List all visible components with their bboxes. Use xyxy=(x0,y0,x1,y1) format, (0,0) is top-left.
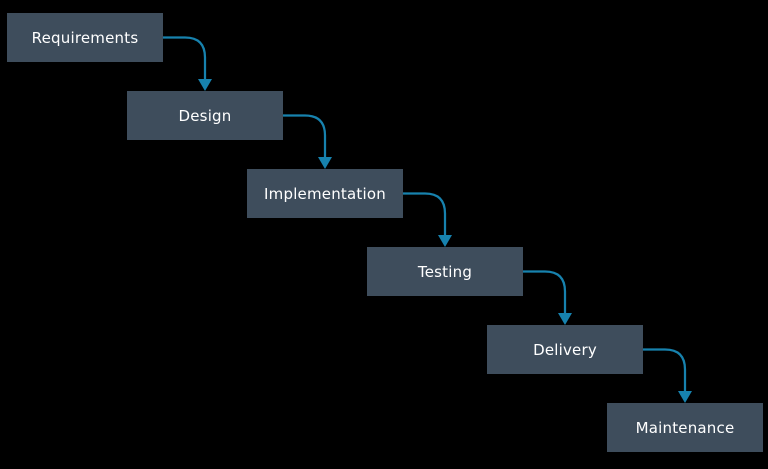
step-label: Testing xyxy=(417,262,473,281)
step-label: Implementation xyxy=(264,184,386,203)
connector-line xyxy=(283,114,327,158)
connector-line xyxy=(163,36,207,80)
connector-arrowhead-icon xyxy=(198,79,212,91)
connector-arrowhead-icon xyxy=(558,313,572,325)
step-label: Requirements xyxy=(31,28,139,47)
step-box-testing: Testing xyxy=(367,247,523,296)
step-box-requirements: Requirements xyxy=(7,13,163,62)
connector-line xyxy=(403,192,447,236)
step-label: Design xyxy=(178,106,232,125)
connector-line xyxy=(643,348,687,392)
step-label: Maintenance xyxy=(635,418,735,437)
step-label: Delivery xyxy=(533,340,597,359)
step-box-design: Design xyxy=(127,91,283,140)
connector-arrowhead-icon xyxy=(678,391,692,403)
connector-line xyxy=(523,270,567,314)
step-box-maintenance: Maintenance xyxy=(607,403,763,452)
connector-arrowhead-icon xyxy=(438,235,452,247)
step-box-implementation: Implementation xyxy=(247,169,403,218)
connector-arrowhead-icon xyxy=(318,157,332,169)
step-box-delivery: Delivery xyxy=(487,325,643,374)
